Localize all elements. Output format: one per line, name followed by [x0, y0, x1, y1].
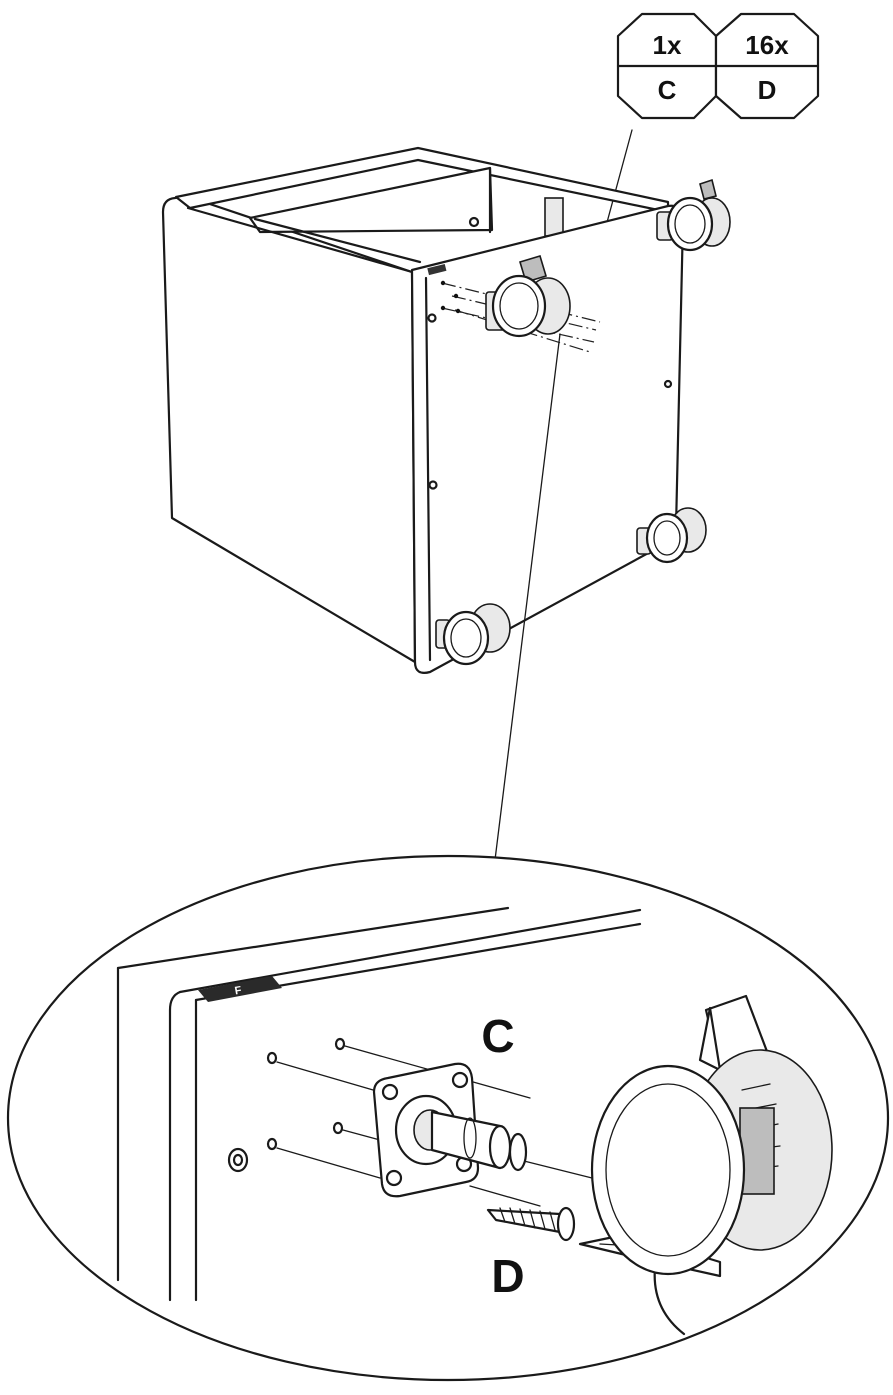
panel-badge-text: F [234, 984, 243, 997]
part-qty-caster: 1x [653, 30, 682, 60]
cabinet-side-panel [161, 194, 417, 664]
panel-label-badge: F [198, 976, 282, 1002]
part-code-caster: C [658, 75, 677, 105]
detail-zoom-ellipse: F [6, 854, 890, 1382]
screw-callout-label: D [491, 1250, 524, 1302]
caster-wheel-top-right [656, 178, 731, 252]
screw-part [486, 1206, 576, 1242]
caster-wheel-detail [590, 994, 833, 1276]
part-badge-screw: 16x D [714, 12, 820, 120]
detail-leader-line [493, 333, 561, 869]
part-qty-screw: 16x [745, 30, 789, 60]
caster-wheel-top-center [485, 255, 571, 338]
cabinet-divider [544, 197, 564, 237]
caster-wheel-bottom-left [435, 603, 511, 666]
caster-wheel-bottom-right [636, 507, 707, 564]
part-code-screw: D [758, 75, 777, 105]
cabinet-illustration [161, 146, 731, 674]
caster-mount-plate [372, 1062, 528, 1198]
parts-legend: 1x C 16x D [616, 12, 820, 120]
part-badge-caster: 1x C [616, 12, 718, 120]
caster-callout-label: C [481, 1010, 514, 1062]
